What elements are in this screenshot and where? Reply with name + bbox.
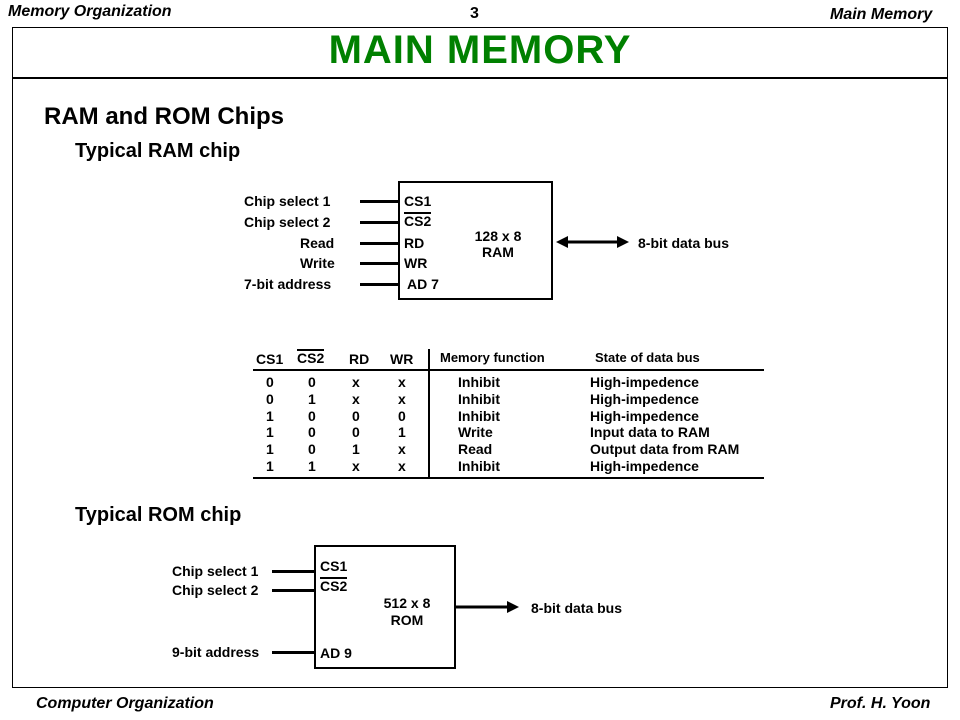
table-cell: Inhibit — [458, 390, 500, 407]
rom-chip — [314, 545, 456, 669]
table-cell: Read — [458, 441, 493, 458]
table-header-function: Memory function — [440, 350, 545, 365]
footer-right: Prof. H. Yoon — [830, 695, 931, 712]
table-cell: x — [352, 458, 360, 474]
table-cell: 0 — [352, 407, 360, 424]
rom-bus-arrowhead — [507, 601, 519, 613]
table-cell: 0 — [352, 424, 360, 441]
ram-cs2-line — [360, 221, 400, 224]
table-cell: 0 — [308, 407, 316, 424]
table-cell: 1 — [352, 441, 360, 458]
table-bottom-rule — [253, 477, 764, 479]
ram-heading: Typical RAM chip — [75, 140, 241, 162]
table-cell: High-impedence — [590, 458, 699, 474]
table-cell: x — [398, 390, 406, 407]
ram-pin-ad7: AD 7 — [407, 276, 439, 292]
table-cell: High-impedence — [590, 390, 699, 407]
table-cell: 1 — [308, 390, 316, 407]
ram-pin-cs1: CS1 — [404, 193, 432, 209]
table-cell: 0 — [308, 441, 316, 458]
table-cell: 1 — [398, 424, 406, 441]
table-cell: 1 — [266, 407, 274, 424]
ram-bus-label: 8-bit data bus — [638, 235, 730, 251]
table-header-wr: WR — [390, 351, 414, 367]
ram-input-cs1: Chip select 1 — [244, 193, 331, 209]
table-cell: x — [398, 441, 406, 458]
table-top-rule — [253, 369, 764, 371]
rom-pin-ad9: AD 9 — [320, 645, 352, 661]
rom-size-label: 512 x 8 — [383, 595, 431, 611]
table-cell: x — [352, 374, 360, 390]
table-cell: 0 — [266, 390, 274, 407]
table-cell: x — [398, 374, 406, 390]
ram-pin-rd: RD — [404, 235, 425, 251]
rom-pin-cs2: CS2 — [320, 577, 348, 594]
ram-wr-line — [360, 262, 400, 265]
ram-pin-wr: WR — [404, 255, 428, 271]
table-header-rd: RD — [349, 351, 370, 367]
table-cell: High-impedence — [590, 374, 699, 390]
footer-left: Computer Organization — [36, 695, 214, 712]
table-cell: 0 — [308, 374, 316, 390]
ram-cs1-line — [360, 200, 400, 203]
rom-pin-cs1: CS1 — [320, 558, 348, 574]
rom-cs2-line — [272, 589, 316, 592]
table-cell: 0 — [308, 424, 316, 441]
rom-cs1-line — [272, 570, 316, 573]
table-cell: 0 — [266, 374, 274, 390]
table-cell: 1 — [266, 458, 274, 474]
ram-address-line — [360, 283, 400, 286]
ram-input-cs2: Chip select 2 — [244, 214, 331, 230]
table-header-cs1: CS1 — [256, 351, 284, 367]
table-cell: Input data to RAM — [590, 424, 710, 441]
table-cell: 1 — [266, 441, 274, 458]
table-cell: Write — [458, 424, 493, 441]
page-number: 3 — [470, 5, 479, 22]
rom-heading: Typical ROM chip — [75, 504, 242, 526]
table-cell: Output data from RAM — [590, 441, 740, 458]
table-cell: High-impedence — [590, 407, 699, 424]
table-cell: 0 — [398, 407, 406, 424]
ram-chip — [398, 181, 553, 300]
header-left: Memory Organization — [8, 3, 172, 20]
rom-address-line — [272, 651, 316, 654]
ram-input-write: Write — [300, 255, 335, 271]
ram-input-read: Read — [300, 235, 335, 251]
slide-frame — [12, 27, 948, 688]
ram-input-address: 7-bit address — [244, 276, 332, 292]
rom-input-address: 9-bit address — [172, 644, 260, 660]
rom-type-label: ROM — [390, 612, 424, 628]
table-cell: Inhibit — [458, 458, 500, 474]
rom-input-cs1: Chip select 1 — [172, 563, 259, 579]
title-divider — [12, 77, 947, 79]
ram-size-label: 128 x 8 — [474, 228, 522, 244]
ram-bus-arrowhead-left — [556, 236, 568, 248]
table-cell: 1 — [266, 424, 274, 441]
table-cell: x — [398, 458, 406, 474]
section-title: RAM and ROM Chips — [44, 103, 284, 130]
table-cell: Inhibit — [458, 374, 500, 390]
header-right: Main Memory — [830, 6, 933, 23]
table-column-divider — [428, 349, 430, 477]
table-cell: 1 — [308, 458, 316, 474]
slide-title: MAIN MEMORY — [328, 28, 632, 72]
rom-input-cs2: Chip select 2 — [172, 582, 259, 598]
rom-bus-label: 8-bit data bus — [531, 600, 623, 616]
ram-pin-cs2: CS2 — [404, 212, 432, 229]
ram-rd-line — [360, 242, 400, 245]
table-cell: x — [352, 390, 360, 407]
ram-type-label: RAM — [482, 244, 514, 260]
table-header-bus-state: State of data bus — [595, 350, 700, 365]
ram-bus-arrowhead-right — [617, 236, 629, 248]
table-header-cs2: CS2 — [297, 349, 325, 366]
table-cell: Inhibit — [458, 407, 500, 424]
